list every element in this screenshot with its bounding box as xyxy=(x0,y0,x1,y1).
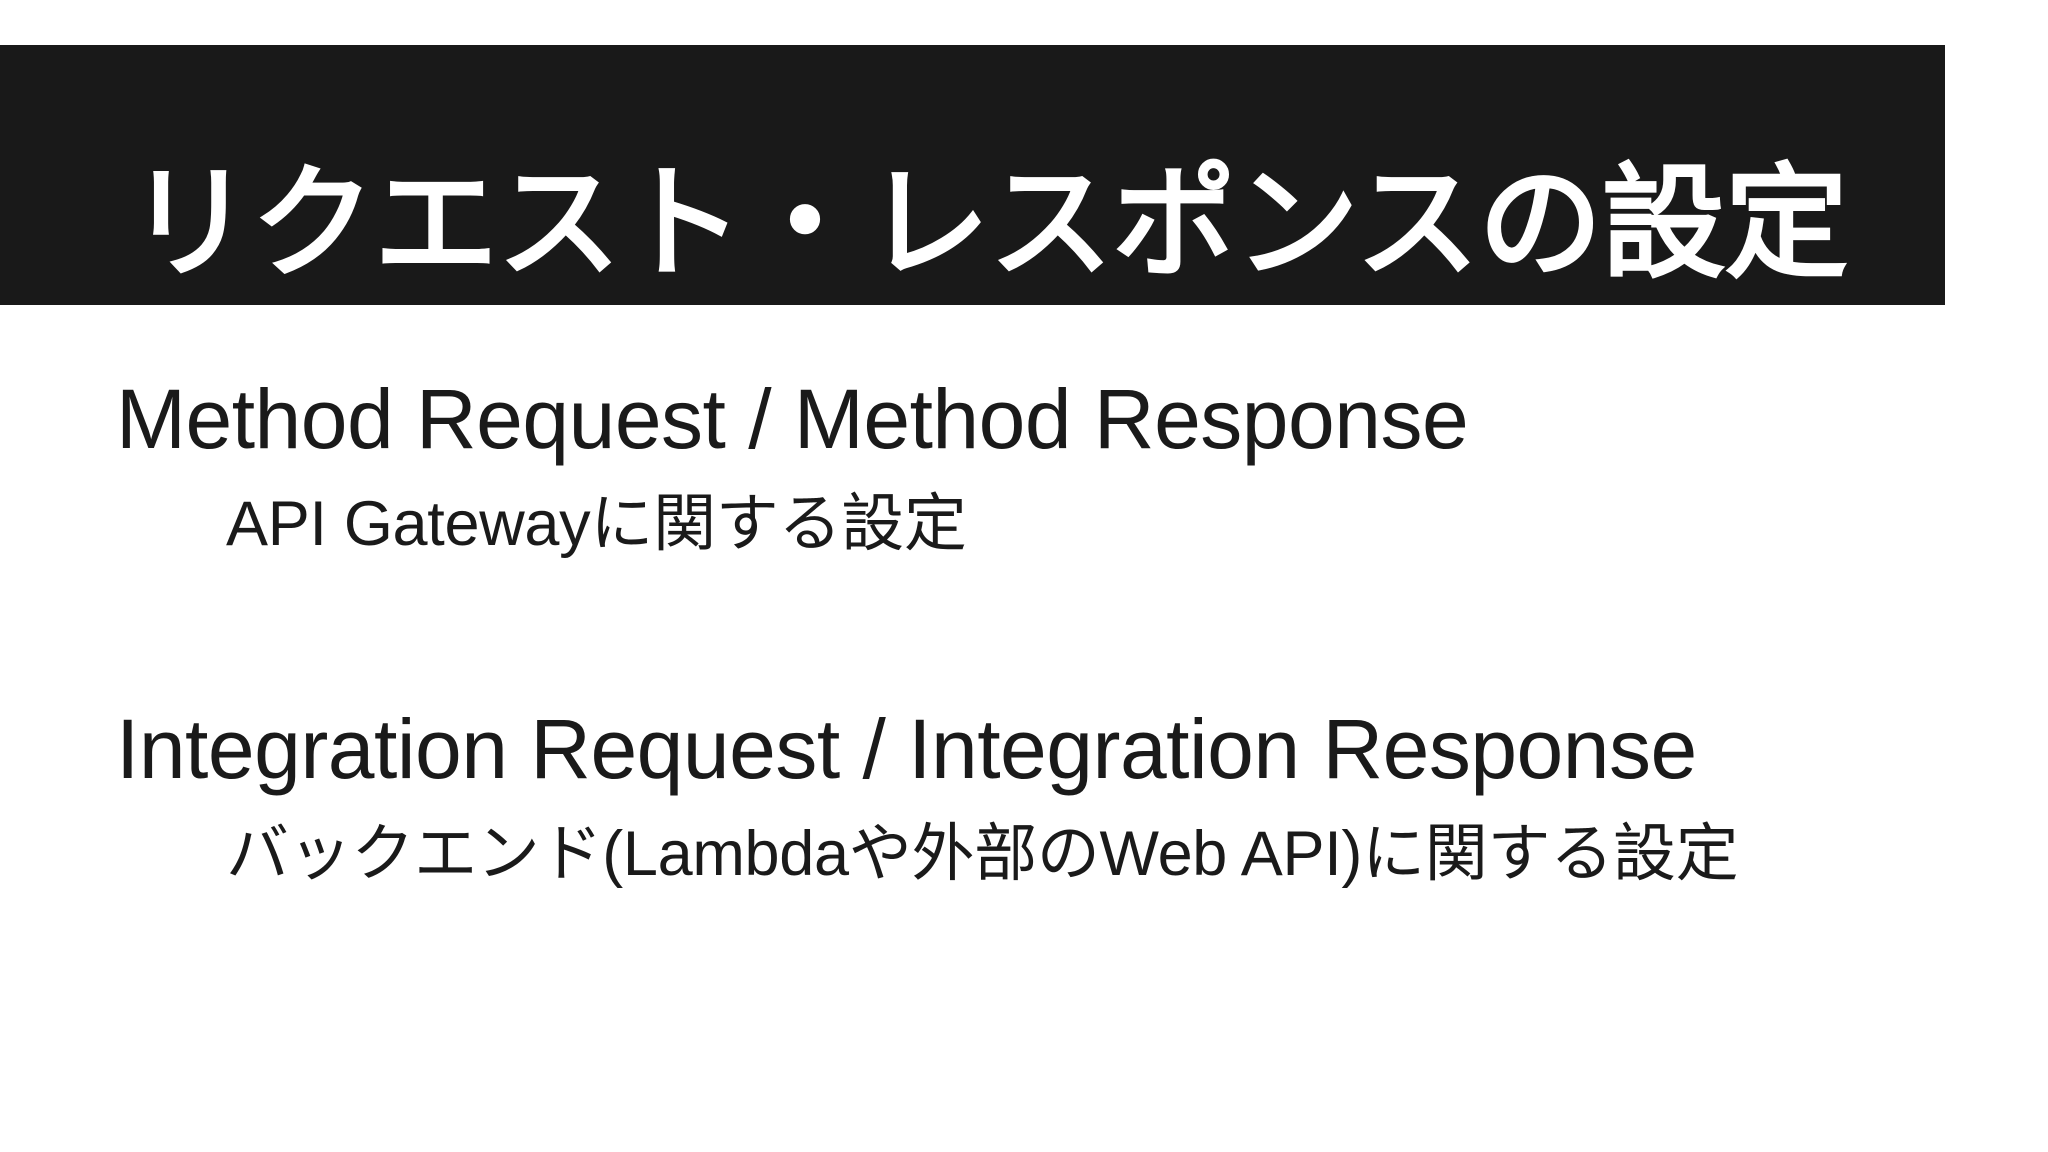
bullet-integration-request: Integration Request / Integration Respon… xyxy=(116,702,1697,796)
title-band: リクエスト・レスポンスの設定 xyxy=(0,45,1945,305)
bullet-method-request: Method Request / Method Response xyxy=(116,372,1469,466)
slide-title: リクエスト・レスポンスの設定 xyxy=(128,155,1849,293)
bullet-api-gateway-description: API Gatewayに関する設定 xyxy=(226,489,967,559)
bullet-backend-description: バックエンド(Lambdaや外部のWeb API)に関する設定 xyxy=(226,819,1739,889)
slide-body: Method Request / Method Response API Gat… xyxy=(0,305,2048,1152)
